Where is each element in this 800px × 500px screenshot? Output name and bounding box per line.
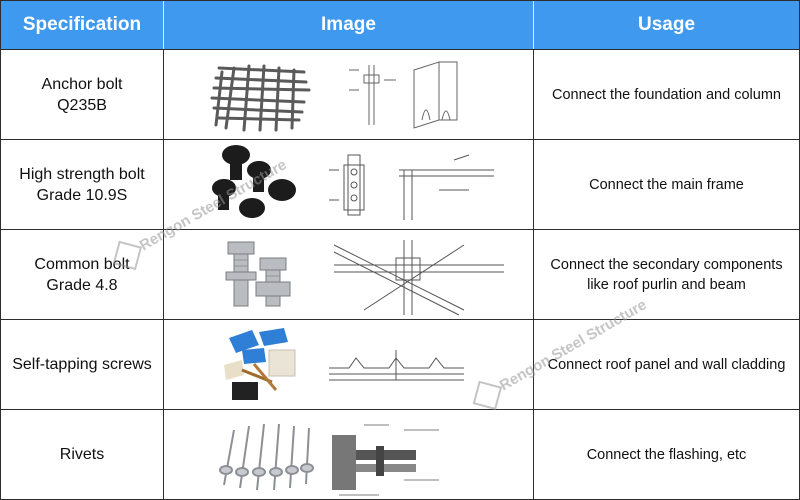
usage-cell: Connect the foundation and column [534, 50, 799, 139]
high-strength-bolt-image [212, 145, 494, 220]
common-bolt-image [225, 240, 504, 316]
usage-text: Connect roof panel and wall cladding [547, 356, 786, 373]
header-usage: Usage [637, 14, 696, 35]
usage-text: Connect the foundation and column [552, 86, 781, 103]
spec-grade: Grade 10.9S [36, 186, 128, 204]
usage-text-line2: like roof purlin and beam [587, 276, 746, 293]
self-tapping-screws-image [224, 328, 464, 400]
table-header: Specification Image Usage [1, 1, 799, 49]
usage-cell: Connect the main frame [534, 140, 799, 229]
usage-text: Connect the flashing, etc [586, 446, 747, 463]
anchor-bolt-image [210, 61, 458, 132]
rivets-image [219, 423, 439, 496]
usage-cell: Connect roof panel and wall cladding [534, 320, 799, 409]
spec-grade: Q235B [57, 96, 107, 114]
image-cell [164, 320, 534, 409]
spec-name: Anchor bolt [41, 75, 123, 93]
spec-cell: Rivets [1, 410, 164, 499]
image-cell [164, 410, 534, 499]
header-specification: Specification [1, 1, 164, 49]
image-cell [164, 230, 534, 319]
spec-name: Common bolt [34, 255, 130, 273]
usage-cell: Connect the flashing, etc [534, 410, 799, 499]
table-row: Rivets [1, 409, 799, 499]
spec-grade: Grade 4.8 [46, 276, 118, 294]
spec-cell: Self-tapping screws [1, 320, 164, 409]
spec-name: Rivets [59, 446, 105, 463]
image-cell [164, 50, 534, 139]
usage-text: Connect the secondary components [550, 256, 783, 273]
spec-name: High strength bolt [19, 165, 145, 183]
usage-text: Connect the main frame [589, 176, 744, 193]
image-cell [164, 140, 534, 229]
spec-name: Self-tapping screws [12, 356, 152, 373]
table-row: Self-tapping screws [1, 319, 799, 409]
usage-cell: Connect the secondary components like roo… [534, 230, 799, 319]
header-image: Image [164, 1, 534, 49]
